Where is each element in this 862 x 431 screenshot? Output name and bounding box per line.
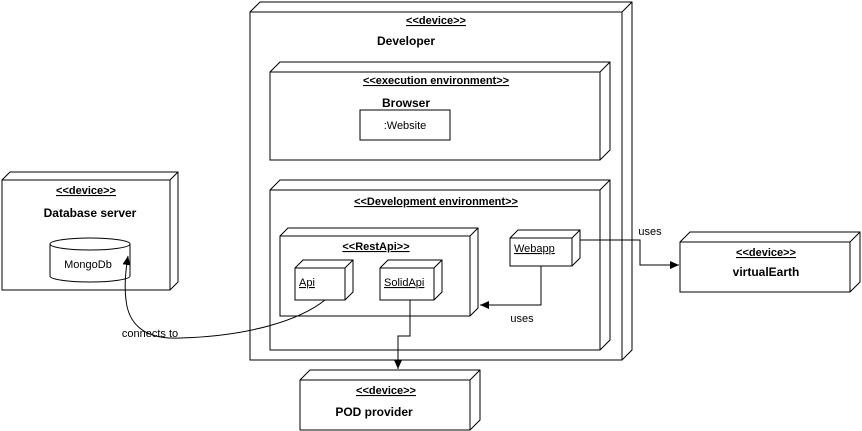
database-server-name: Database server [44, 206, 137, 220]
edge-webapp-to-restapi[interactable] [480, 266, 542, 309]
virtual-earth-node[interactable]: <<device>> virtualEarth [679, 231, 861, 293]
browser-environment-node[interactable]: <<execution environment>> Browser :Websi… [269, 61, 611, 161]
virtual-earth-name: virtualEarth [733, 265, 800, 279]
pod-provider-node[interactable]: <<device>> POD provider [299, 369, 481, 431]
api-label: Api [299, 277, 315, 289]
database-server-stereotype: <<device>> [56, 185, 116, 197]
api-node[interactable]: Api [294, 259, 354, 301]
edge-api-to-mongodb[interactable] [122, 255, 326, 339]
virtual-earth-stereotype: <<device>> [736, 247, 796, 259]
website-artifact[interactable] [359, 109, 451, 141]
database-server-node[interactable]: <<device>> Database server MongoDb [1, 171, 179, 291]
pod-provider-name: POD provider [335, 405, 413, 419]
mongodb-database-icon[interactable] [49, 237, 131, 283]
edge-label-uses-virtualearth: uses [638, 226, 662, 238]
webapp-node[interactable]: Webapp [509, 229, 581, 267]
mongodb-label: MongoDb [64, 259, 112, 271]
restapi-stereotype: <<RestApi>> [342, 241, 409, 253]
solidapi-label: SolidApi [384, 277, 424, 289]
webapp-label: Webapp [514, 243, 555, 255]
edge-solidapi-to-pod-provider[interactable] [394, 300, 411, 369]
browser-env-name: Browser [382, 96, 430, 110]
edge-webapp-to-virtualearth[interactable] [580, 239, 679, 269]
pod-provider-stereotype: <<device>> [356, 385, 416, 397]
developer-name: Developer [377, 34, 435, 48]
dev-env-stereotype: <<Development environment>> [354, 196, 518, 208]
developer-stereotype: <<device>> [406, 15, 466, 27]
edge-label-connects-to: connects to [122, 328, 178, 340]
browser-env-stereotype: <<execution environment>> [363, 75, 509, 87]
website-artifact-label: :Website [384, 120, 427, 132]
solidapi-node[interactable]: SolidApi [379, 259, 443, 301]
edge-label-uses-restapi: uses [510, 313, 534, 325]
